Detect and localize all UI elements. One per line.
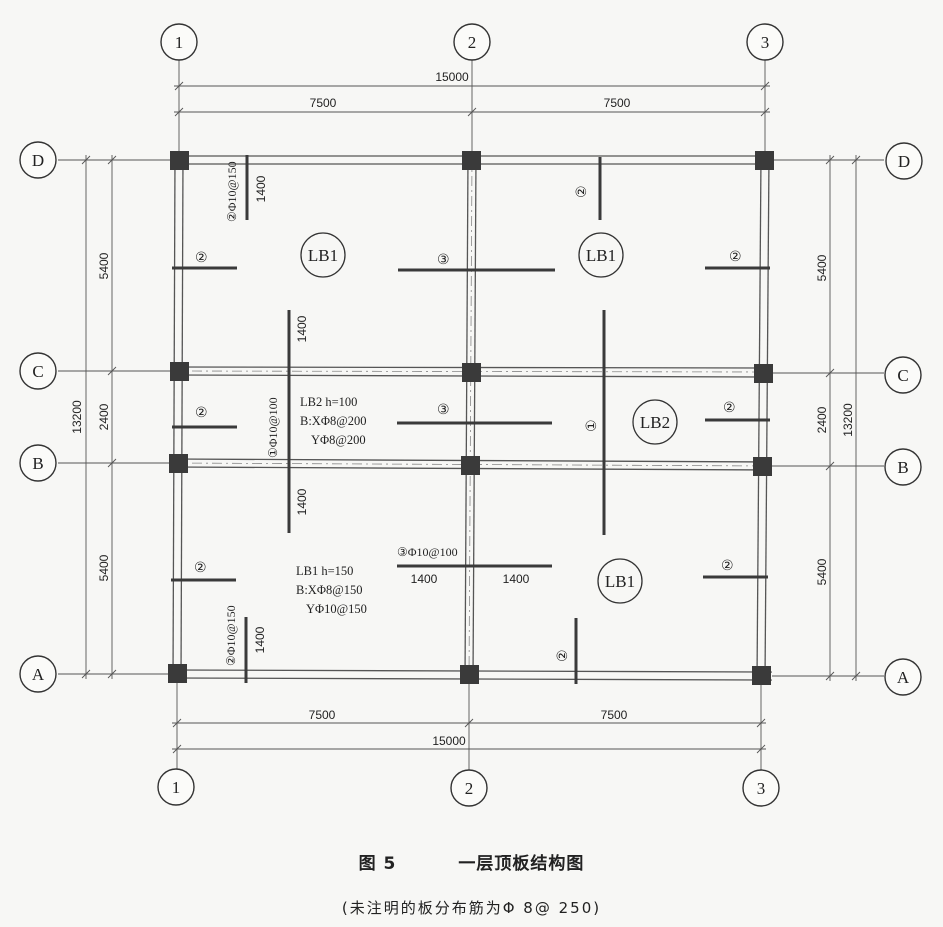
axis-left-c: C (32, 362, 43, 381)
figure-caption: 图 5 一层顶板结构图 (0, 849, 943, 874)
axis-bubbles: 1 2 3 1 2 3 D C B A D C B A (19, 23, 923, 807)
slab-lb1-upper-right: LB1 (586, 246, 616, 265)
axis-top-2: 2 (468, 33, 477, 52)
dim-right-span-3: 5400 (815, 558, 829, 585)
dim-bottom-bay-2: 7500 (601, 708, 628, 722)
mark-2-right-upper: ② (729, 249, 742, 265)
length-middle-upper: 1400 (295, 315, 309, 342)
axis-right-b: B (897, 458, 908, 477)
figure-subtitle: (未注明的板分布筋为Φ 8@ 250) (341, 899, 602, 917)
right-dimensions: 5400 2400 5400 13200 (772, 155, 884, 681)
axis-top-1: 1 (175, 33, 184, 52)
rebar-lengths: 1400 1400 1400 1400 1400 1400 (253, 175, 530, 653)
length-lower-middle-right: 1400 (503, 572, 530, 586)
slab-tags: LB1 LB1 LB2 LB1 (300, 232, 678, 604)
dim-top-total: 15000 (435, 70, 469, 84)
dim-bottom-total: 15000 (432, 734, 466, 748)
figure-title: 一层顶板结构图 (458, 854, 585, 874)
spec-bottom-left-vertical: ②Φ10@150 (224, 605, 238, 666)
rebar-specs: ②Φ10@150 ②Φ10@150 ①Φ10@100 ③Φ10@100 (224, 161, 458, 666)
dim-left-outer: 13200 (70, 400, 84, 434)
mark-2-right-middle: ② (723, 400, 736, 416)
axis-right-a: A (897, 668, 910, 687)
axis-left-a: A (32, 665, 45, 684)
length-bottom-left: 1400 (253, 626, 267, 653)
note-lb1-line3: YΦ10@150 (306, 602, 367, 616)
spec-lower-middle-horizontal: ③Φ10@100 (397, 545, 458, 559)
axis-bottom-2: 2 (465, 779, 474, 798)
mark-1-middle-vertical: ① (584, 419, 600, 432)
axis-right-d: D (898, 152, 910, 171)
mark-2-left-upper: ② (195, 250, 208, 266)
columns (168, 151, 774, 685)
spec-middle-vertical: ①Φ10@100 (266, 397, 280, 458)
note-lb2-line1: LB2 h=100 (300, 395, 357, 409)
dim-right-span-1: 5400 (815, 254, 829, 281)
dim-right-outer: 13200 (841, 403, 855, 437)
dim-bottom-bay-1: 7500 (309, 708, 336, 722)
mark-2-right-lower: ② (721, 558, 734, 574)
beams (171, 155, 773, 681)
axis-right-c: C (897, 366, 908, 385)
spec-top-left-vertical: ②Φ10@150 (225, 161, 239, 222)
dim-right-span-2: 2400 (815, 406, 829, 433)
mark-2-left-lower: ② (194, 560, 207, 576)
dim-left-span-1: 5400 (97, 252, 111, 279)
slab-lb1-upper-left: LB1 (308, 246, 338, 265)
axis-bottom-3: 3 (757, 779, 766, 798)
axis-left-d: D (32, 151, 44, 170)
axis-left-b: B (32, 454, 43, 473)
note-lb1-line2: B:XΦ8@150 (296, 583, 363, 597)
mark-2-left-middle: ② (195, 405, 208, 421)
figure-number: 图 5 (358, 854, 397, 874)
bottom-dimensions: 7500 7500 15000 (172, 680, 766, 770)
length-lower-middle-left: 1400 (411, 572, 438, 586)
rebars (171, 155, 770, 684)
slab-lb2: LB2 (640, 413, 670, 432)
note-lb1-line1: LB1 h=150 (296, 564, 353, 578)
dim-left-span-2: 2400 (97, 403, 111, 430)
structure-plan-drawing: 15000 7500 7500 7500 7500 15000 13200 54… (19, 23, 923, 807)
length-middle-lower: 1400 (295, 488, 309, 515)
left-dimensions: 13200 5400 2400 5400 (58, 155, 172, 679)
slab-notes: LB2 h=100 B:XΦ8@200 YΦ8@200 LB1 h=150 B:… (296, 395, 367, 616)
dim-top-bay-2: 7500 (604, 96, 631, 110)
mark-2-top-right-vertical: ② (574, 185, 590, 198)
length-top-left: 1400 (254, 175, 268, 202)
axis-bottom-1: 1 (172, 778, 181, 797)
rebar-marks: ② ③ ② ② ② ③ ② ① ② ② ② (194, 185, 742, 662)
top-dimensions: 15000 7500 7500 (174, 58, 770, 160)
note-lb2-line3: YΦ8@200 (311, 433, 366, 447)
dim-left-span-3: 5400 (97, 554, 111, 581)
mark-3-middle: ③ (437, 402, 450, 418)
note-lb2-line2: B:XΦ8@200 (300, 414, 367, 428)
axis-top-3: 3 (761, 33, 770, 52)
mark-3-upper-middle: ③ (437, 252, 450, 268)
slab-lb1-lower-right: LB1 (605, 572, 635, 591)
mark-2-bottom-right-vertical: ② (555, 649, 571, 662)
dim-top-bay-1: 7500 (310, 96, 337, 110)
